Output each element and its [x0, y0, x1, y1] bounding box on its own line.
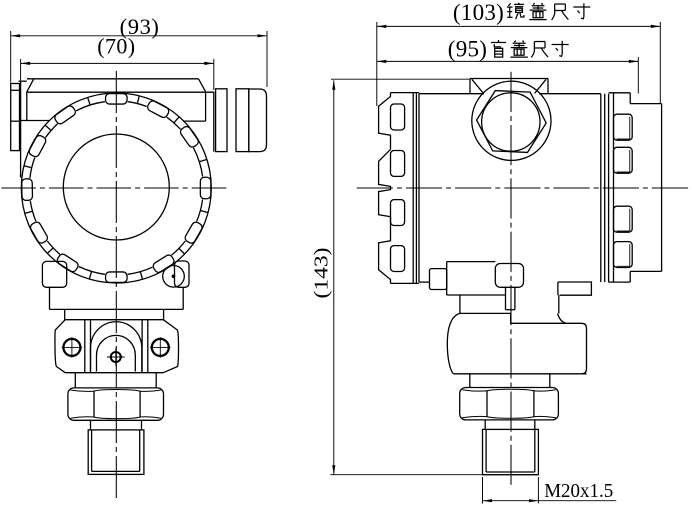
svg-text:(103): (103): [453, 0, 504, 25]
svg-text:(143): (143): [311, 248, 333, 299]
svg-text:(93): (93): [120, 14, 160, 39]
svg-text:(95): (95): [448, 37, 488, 62]
svg-text:M20x1.5: M20x1.5: [544, 481, 613, 502]
svg-text:(70): (70): [97, 33, 135, 58]
